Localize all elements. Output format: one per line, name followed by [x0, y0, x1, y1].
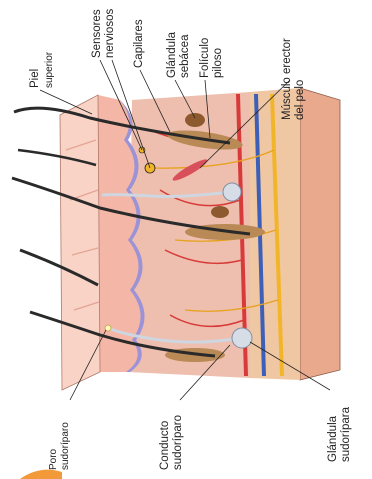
label-conducto-1: Conducto [159, 421, 171, 470]
label-musculo-1: Músculo erector [281, 38, 293, 120]
label-piel: Piel [29, 69, 41, 88]
sweat-gland-coil [232, 328, 252, 348]
label-glandula-sudoripara-2: sudorípara [340, 406, 352, 462]
label-foliculo-2: piloso [212, 48, 224, 78]
label-glandula-sebacea-1: Glándula [166, 31, 178, 78]
label-capilares: Capilares [133, 19, 145, 68]
sweat-gland-coil [223, 183, 241, 201]
label-conducto-2: sudoríparo [172, 415, 184, 470]
label-superior: superior [44, 51, 55, 88]
label-glandula-sebacea-2: sebácea [179, 34, 191, 78]
label-musculo-2: del pelo [294, 80, 306, 120]
label-sensores-1: Sensores [91, 9, 103, 58]
label-poro-1: Poro [48, 448, 59, 470]
skin-surface-face [60, 95, 100, 390]
label-poro-2: sudoríparo [60, 422, 71, 470]
page-corner-decoration [20, 470, 62, 479]
sebaceous-gland [185, 113, 205, 127]
label-glandula-sudoripara-1: Glándula [327, 415, 339, 462]
skin-block-side-face [300, 88, 340, 380]
label-foliculo-1: Folículo [199, 38, 211, 78]
label-sensores-2: nerviosos [104, 9, 116, 58]
sebaceous-gland [211, 206, 229, 218]
